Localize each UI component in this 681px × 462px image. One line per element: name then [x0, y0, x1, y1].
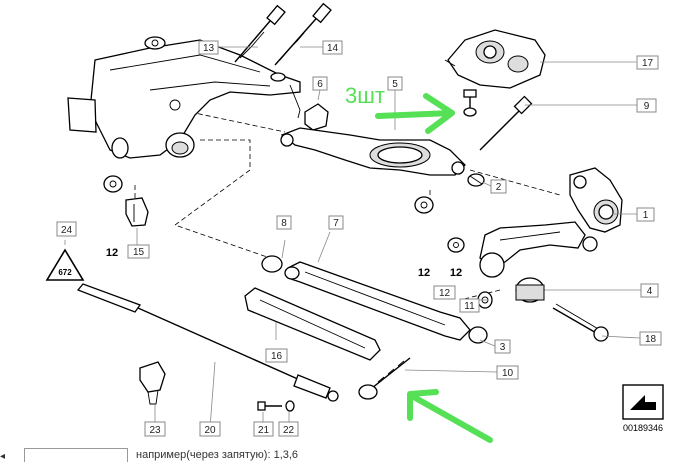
warning-label: 672: [58, 268, 72, 277]
callout-3: 3: [500, 342, 506, 353]
nav-left-icon[interactable]: ◂: [0, 451, 6, 462]
callout-12: 12: [439, 288, 451, 299]
arrow-right-icon: [375, 110, 455, 119]
callout-box-20: [199, 421, 221, 437]
callout-9: 9: [644, 101, 650, 112]
part-nut-12-middle: [414, 196, 434, 214]
callout-22: 22: [283, 425, 295, 436]
callout-box-17: [636, 55, 659, 70]
callout-box-18: [639, 331, 662, 346]
callout-15: 15: [133, 247, 145, 258]
callout-box-3: [494, 339, 511, 354]
callout-box-13: [198, 40, 219, 55]
footer-bar: ◂ например(через запятую): 1,3,6: [0, 448, 681, 462]
part-mount-17: [444, 29, 546, 89]
callout-box-7: [328, 215, 344, 230]
leader-lines: [64, 46, 641, 429]
callout-box-6: [312, 76, 328, 91]
part-washer-22: [285, 400, 295, 412]
callout-5: 5: [392, 79, 398, 90]
callout-box-21: [253, 421, 274, 437]
callout-box-8: [276, 215, 292, 230]
callout-box-16: [265, 348, 288, 363]
callout-21: 21: [258, 425, 270, 436]
part-small-bolt: [463, 89, 477, 117]
callout-8: 8: [281, 218, 287, 229]
callout-box-22: [278, 421, 299, 437]
rear-axle-exploded-view: 672 13 14 6 5 17: [45, 2, 664, 443]
part-wheel-carrier-1: [569, 167, 623, 252]
part-clip-23: [139, 361, 166, 405]
part-bracket-15: [125, 197, 149, 227]
qty-label-left: 12: [106, 247, 118, 259]
callout-7: 7: [333, 218, 339, 229]
green-annotation: 3шт: [345, 83, 493, 443]
input-hint: например(через запятую): 1,3,6: [136, 449, 299, 461]
callout-14: 14: [327, 43, 339, 54]
callout-box-12b: [433, 285, 456, 300]
arrow-up-left-head-icon: [407, 389, 439, 421]
part-bolt-14: [274, 2, 332, 66]
callout-box-4: [640, 283, 659, 298]
document-number: 00189346: [623, 423, 663, 433]
part-link-18: [552, 303, 609, 342]
callout-20: 20: [204, 425, 216, 436]
callout-16: 16: [271, 351, 283, 362]
callout-11: 11: [464, 301, 475, 312]
part-bushing-6: [304, 103, 329, 131]
callout-box-15: [127, 244, 150, 259]
callout-box-23: [144, 421, 166, 437]
qty-label-right: 12: [450, 267, 462, 279]
part-bolt-10: [358, 357, 411, 400]
part-bolt-9: [479, 95, 533, 151]
part-nut-12-left: [103, 175, 123, 193]
callout-1: 1: [643, 210, 649, 221]
part-trailing-arm-4: [479, 221, 586, 303]
callout-boxes: 13 14 6 5 17 9 2 1 4 18 12 11 3 10 8 7 1…: [56, 40, 662, 437]
callout-13: 13: [203, 43, 215, 54]
callout-box-9: [636, 98, 657, 113]
callout-box-14: [322, 40, 343, 55]
annotation-text: 3шт: [345, 83, 385, 108]
part-nut-2: [467, 173, 485, 187]
rear-subframe: [67, 36, 301, 159]
warning-triangle-icon: 672: [45, 248, 85, 281]
position-input[interactable]: [24, 448, 128, 462]
part-cover-16: [244, 287, 381, 361]
callout-18: 18: [645, 334, 657, 345]
callout-4: 4: [647, 286, 653, 297]
callout-2: 2: [496, 182, 502, 193]
arrow-right-head-icon: [423, 93, 455, 134]
callout-23: 23: [149, 425, 161, 436]
part-bushing-8: [261, 255, 283, 273]
callout-17: 17: [642, 58, 654, 69]
callout-box-10: [496, 365, 519, 380]
callout-box-24: [56, 221, 77, 237]
callout-box-1: [636, 207, 655, 222]
part-nut-12-right: [447, 237, 465, 253]
part-screw-21: [257, 401, 282, 411]
callout-24: 24: [61, 225, 73, 236]
part-bolt-13: [234, 4, 286, 63]
document-arrow-icon: [630, 395, 656, 410]
qty-label-middle: 12: [418, 267, 430, 279]
callout-6: 6: [317, 79, 323, 90]
part-control-arm-5: [280, 127, 466, 176]
part-strut-20: [76, 283, 339, 402]
arrow-up-left-icon: [409, 393, 493, 443]
callout-box-2: [490, 179, 507, 194]
document-badge: 00189346: [622, 384, 664, 433]
callout-box-11: [459, 298, 480, 313]
callout-box-5: [387, 76, 403, 91]
part-arm-7: [284, 261, 488, 344]
callout-10: 10: [502, 368, 514, 379]
